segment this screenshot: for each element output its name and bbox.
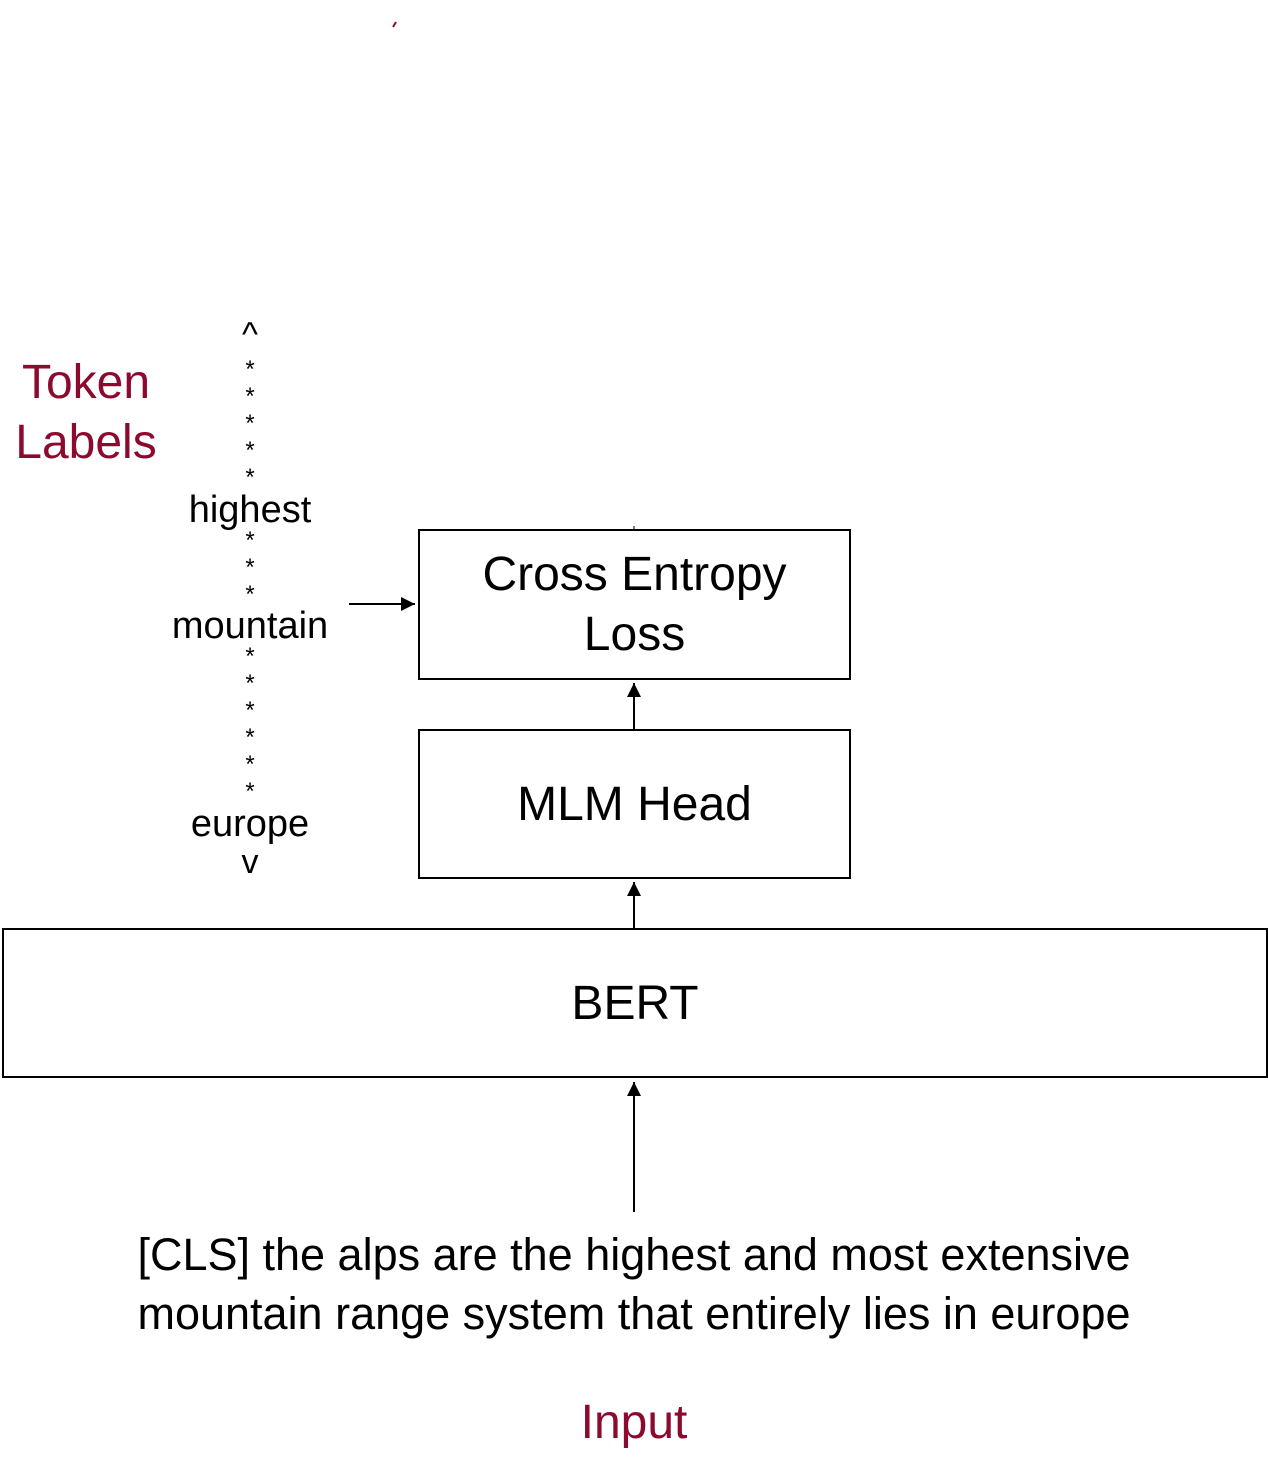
bert-label: BERT bbox=[571, 976, 699, 1030]
input-caption: Input bbox=[580, 1396, 688, 1449]
mlm-head-label: MLM Head bbox=[517, 777, 752, 831]
token-mask-star: * bbox=[245, 383, 255, 410]
cross-entropy-loss-box: Cross Entropy Loss bbox=[418, 529, 851, 680]
token-label-mountain: mountain bbox=[171, 605, 329, 647]
input-sentence: [CLS] the alps are the highest and most … bbox=[137, 1229, 1131, 1339]
token-mask-star: * bbox=[245, 751, 255, 778]
bert-box: BERT bbox=[2, 928, 1268, 1078]
token-bottom-marker: v bbox=[241, 843, 259, 881]
token-mask-star: * bbox=[245, 581, 255, 608]
token-mask-star: * bbox=[245, 643, 255, 670]
token-mask-star: * bbox=[245, 356, 255, 383]
token-mask-star: * bbox=[245, 527, 255, 554]
token-labels-title-line1: Token bbox=[21, 356, 151, 409]
token-mask-star: * bbox=[245, 697, 255, 724]
token-label-europe: europe bbox=[190, 803, 310, 845]
token-labels-title-line2: Labels bbox=[15, 416, 157, 469]
mlm-head-box: MLM Head bbox=[418, 729, 851, 879]
cross-entropy-loss-label: Cross Entropy Loss bbox=[482, 547, 787, 661]
token-top-marker: ^ bbox=[242, 316, 258, 354]
token-label-highest: highest bbox=[188, 489, 312, 531]
token-labels-title: Token Labels bbox=[6, 353, 166, 473]
token-mask-star: * bbox=[245, 437, 255, 464]
token-mask-star: * bbox=[245, 724, 255, 751]
token-mask-star: * bbox=[245, 778, 255, 805]
stray-mark bbox=[392, 21, 397, 28]
token-mask-star: * bbox=[245, 670, 255, 697]
token-mask-star: * bbox=[245, 464, 255, 491]
token-mask-star: * bbox=[245, 554, 255, 581]
token-mask-star: * bbox=[245, 410, 255, 437]
